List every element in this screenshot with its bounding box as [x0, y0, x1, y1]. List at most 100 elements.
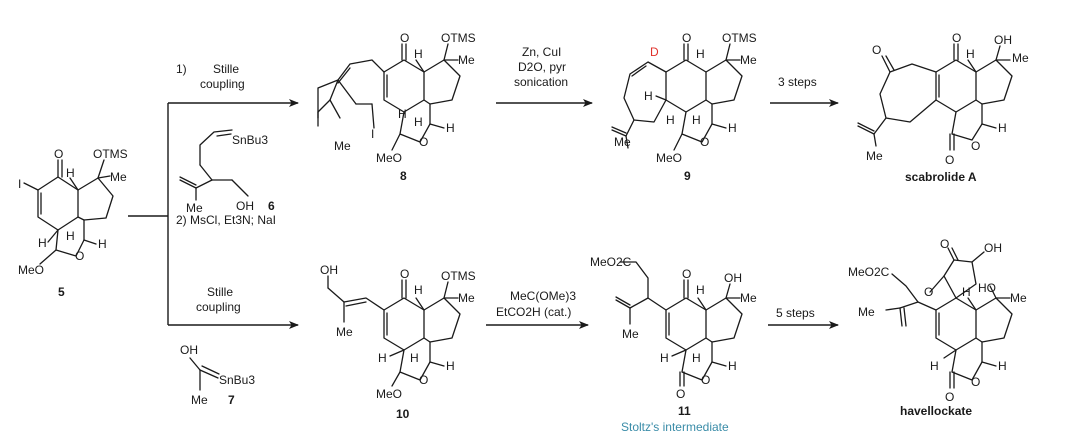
hav-h3: H: [998, 359, 1007, 373]
c8-otms: OTMS: [441, 31, 476, 45]
c9-me: Me: [740, 53, 757, 67]
c5-h3: H: [66, 229, 75, 243]
c9-deuterium: D: [650, 45, 659, 59]
c5-keto-oxygen: O: [54, 147, 63, 161]
hav-h2: H: [930, 359, 939, 373]
compound-7: OH SnBu3 Me 7: [180, 343, 255, 407]
c11-h3: H: [692, 351, 701, 365]
top-step1-line2: coupling: [200, 77, 245, 91]
compound-11: MeO2C O H OH Me Me H H H O O 11 Stoltz's…: [590, 255, 757, 434]
c8-h4: H: [446, 121, 455, 135]
c10-meo: MeO: [376, 387, 402, 401]
c11-lactone-oxygen: O: [701, 373, 710, 387]
c5-iodo: I: [18, 177, 21, 191]
c7-label: 7: [228, 393, 235, 407]
c9-h2: H: [644, 89, 653, 103]
hav-lactone-carbonyl-2: O: [945, 390, 954, 404]
step-8-9-line2: D2O, pyr: [518, 60, 566, 74]
c6-snbu3: SnBu3: [232, 133, 268, 147]
c9-h3: H: [666, 113, 675, 127]
step-10-11-line1: MeC(OMe)3: [510, 289, 576, 303]
c11-h1: H: [696, 283, 705, 297]
compound-8: O H OTMS Me Me I H H H O MeO 8: [317, 31, 476, 183]
c9-otms: OTMS: [722, 31, 757, 45]
compound-6: SnBu3 Me OH 6: [179, 129, 275, 215]
c10-ring-oxygen: O: [419, 373, 428, 387]
step-10-11-line2: EtCO2H (cat.): [496, 305, 571, 319]
c9-h4: H: [692, 113, 701, 127]
c9-meo: MeO: [656, 151, 682, 165]
hav-h1: H: [962, 285, 971, 299]
scab-me2: Me: [866, 149, 883, 163]
c5-h2: H: [38, 236, 47, 250]
scab-keto-oxygen-2: O: [952, 31, 961, 45]
scab-lactone-carbonyl: O: [945, 153, 954, 167]
bottom-step-line1: Stille: [207, 285, 233, 299]
step-11-to-havellockate: 5 steps: [768, 306, 839, 329]
c11-label: 11: [678, 404, 691, 418]
step-9-scab-text: 3 steps: [778, 75, 817, 89]
hav-meo2c: MeO2C: [848, 265, 890, 279]
c7-me: Me: [191, 393, 208, 407]
c10-h1: H: [414, 283, 423, 297]
top-step1-line1: Stille: [213, 62, 239, 76]
branch-lines: [128, 99, 299, 329]
c8-iodo: I: [371, 127, 374, 141]
step-8-to-9: Zn, CuI D2O, pyr sonication: [496, 45, 593, 107]
c9-me2: Me: [614, 135, 631, 149]
c5-ring-oxygen: O: [75, 249, 84, 263]
step-8-9-line1: Zn, CuI: [522, 45, 561, 59]
scab-me: Me: [1012, 51, 1029, 65]
c8-label: 8: [400, 169, 407, 183]
c8-meo: MeO: [376, 151, 402, 165]
scab-label: scabrolide A: [905, 170, 977, 184]
c11-h2: H: [660, 351, 669, 365]
c8-ring-oxygen: O: [419, 135, 428, 149]
c10-me2: Me: [336, 325, 353, 339]
compound-havellockate: MeO2C O O OH H HO Me Me H H O O havelloc…: [848, 237, 1027, 418]
c8-h3: H: [414, 115, 423, 129]
top-step2: 2) MsCl, Et3N; NaI: [176, 213, 276, 227]
c11-h4: H: [728, 359, 737, 373]
scab-oh: OH: [994, 33, 1012, 47]
compound-10: OH O H OTMS Me Me H H H O MeO 10: [320, 263, 476, 421]
c5-h1: H: [66, 166, 75, 180]
step-9-to-scabrolide: 3 steps: [770, 75, 839, 107]
c10-otms: OTMS: [441, 269, 476, 283]
compound-9: D O H OTMS Me Me H H H H O MeO 9: [611, 31, 757, 183]
c5-otms: OTMS: [93, 147, 128, 161]
c8-h2: H: [398, 107, 407, 121]
hav-lactone-carbonyl-1: O: [940, 237, 949, 251]
c10-h4: H: [446, 359, 455, 373]
scab-lactone-oxygen: O: [971, 139, 980, 153]
c10-me: Me: [458, 291, 475, 305]
c5-label: 5: [58, 285, 65, 299]
c8-me2: Me: [334, 139, 351, 153]
c9-label: 9: [684, 169, 691, 183]
c10-label: 10: [396, 407, 410, 421]
c11-me: Me: [740, 291, 757, 305]
c8-h1: H: [414, 47, 423, 61]
hav-label: havellockate: [900, 404, 972, 418]
scab-h2: H: [998, 121, 1007, 135]
c5-h4: H: [98, 237, 107, 251]
c6-oh: OH: [236, 199, 254, 213]
hav-spiro-oxygen: O: [924, 285, 933, 299]
scab-h1: H: [966, 47, 975, 61]
hav-oh: OH: [984, 241, 1002, 255]
c7-oh: OH: [180, 343, 198, 357]
c9-keto-oxygen: O: [682, 31, 691, 45]
step-11-hav-text: 5 steps: [776, 306, 815, 320]
c9-h1: H: [696, 47, 705, 61]
top-branch-conditions: 1) Stille coupling 2) MsCl, Et3N; NaI: [176, 62, 276, 227]
scab-keto-oxygen-1: O: [872, 43, 881, 57]
bottom-step-line2: coupling: [196, 300, 241, 314]
c6-me: Me: [186, 201, 203, 215]
c8-me: Me: [458, 53, 475, 67]
hav-me: Me: [1010, 291, 1027, 305]
c11-keto-oxygen: O: [682, 267, 691, 281]
step-10-to-11: MeC(OMe)3 EtCO2H (cat.): [486, 289, 589, 329]
compound-scabrolide-a: O O H OH Me Me H O O scabrolide A: [857, 31, 1029, 184]
c10-h3: H: [410, 351, 419, 365]
